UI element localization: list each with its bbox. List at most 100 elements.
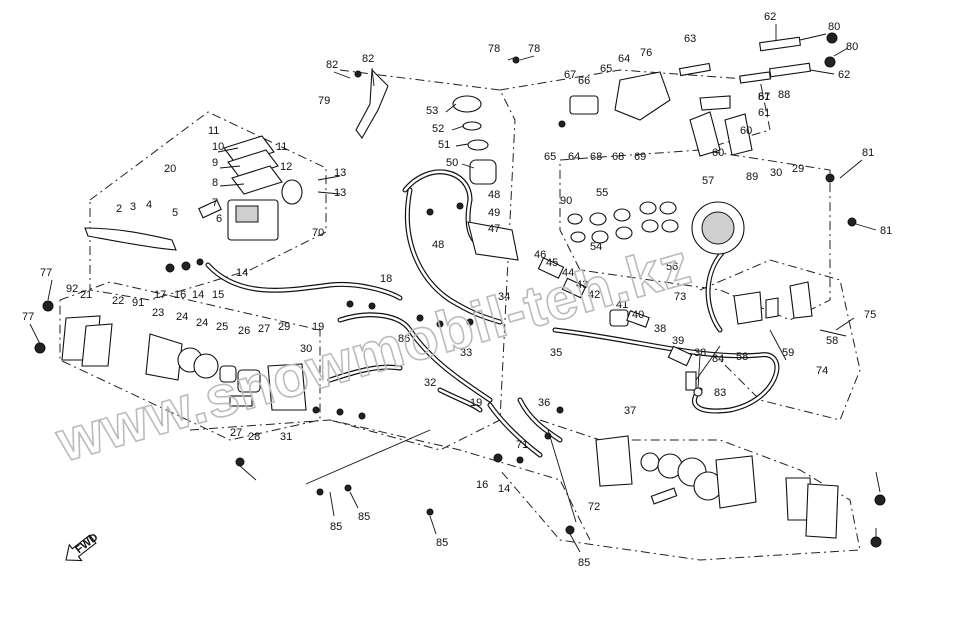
callout-label: 61 [758,91,770,103]
callout-label: 26 [238,325,250,337]
callout-label: 10 [212,141,224,153]
callout-label: 63 [684,33,696,45]
callout-label: 62 [838,69,850,81]
callout-label: 48 [488,189,500,201]
callout-label: 9 [212,157,218,169]
callout-label: 62 [764,11,776,23]
callout-label: 85 [330,521,342,533]
callout-label: 41 [616,299,628,311]
forward-arrow-icon: FWD [65,531,101,562]
callout-label: 50 [446,157,458,169]
callout-label: 11 [276,141,287,153]
callout-label: 48 [432,239,444,251]
callout-label: 38 [654,323,666,335]
callout-label: 56 [666,261,678,273]
callout-label: 59 [782,347,794,359]
callout-label: 27 [230,427,242,439]
callout-label: 80 [828,21,840,33]
callout-label: 73 [674,291,686,303]
callout-label: 14 [236,267,248,279]
callout-label: 82 [362,53,374,65]
callout-label: 38 [694,347,706,359]
callout-label: 16 [174,289,186,301]
callout-label: 83 [714,387,726,399]
callout-label: 81 [862,147,874,159]
watermark-text: www.snowmobil-teh.kz [49,231,698,475]
callout-label: 85 [358,511,370,523]
callout-label: 45 [546,257,558,269]
callout-label: 58 [826,335,838,347]
callout-label: 68 [590,151,602,163]
fittings [34,32,886,548]
callout-label: 25 [216,321,228,333]
callout-label: 14 [498,483,510,495]
right-lower-caliper [595,435,839,539]
callout-label: 91 [132,297,144,309]
callout-label: 74 [816,365,828,377]
callout-label: 85 [578,557,590,569]
callout-label: 44 [562,267,574,279]
callout-label: 30 [770,167,782,179]
callout-label: 51 [438,139,450,151]
callout-label: 60 [712,147,724,159]
callout-label: 21 [80,289,92,301]
callout-label: 40 [632,309,644,321]
callout-label: 58 [736,351,748,363]
callout-label: 34 [498,291,510,303]
callout-label: 67 [564,69,576,81]
callout-label: 88 [778,89,790,101]
callout-label: 24 [176,311,188,323]
callout-label: 65 [544,151,556,163]
callout-label: 66 [578,75,590,87]
callout-label: 19 [312,321,324,333]
callout-label: 32 [424,377,436,389]
callout-label: 76 [640,47,652,59]
callout-label: 7 [212,197,218,209]
callout-label: 27 [258,323,270,335]
callout-label: 64 [618,53,630,65]
callout-label: 64 [568,151,580,163]
callout-label: 23 [152,307,164,319]
leader-lines [29,24,881,553]
callout-label: 80 [846,41,858,53]
seal-rings [567,201,679,244]
callout-label: 61 [758,107,770,119]
callout-label: 6 [216,213,222,225]
callout-label: 57 [702,175,714,187]
callout-label: 70 [312,227,324,239]
callout-label: 31 [280,431,292,443]
callout-label: 82 [326,59,338,71]
left-caliper [61,315,307,411]
callout-label: 13 [334,167,346,179]
callout-label: 39 [672,335,684,347]
callout-label: 4 [146,199,152,211]
callout-label: 28 [248,431,260,443]
callout-label: 12 [280,161,292,173]
callout-label: 14 [192,289,204,301]
callout-label: 77 [40,267,52,279]
callout-label: 78 [528,43,540,55]
callout-label: 49 [488,207,500,219]
central-reservoir [355,68,519,261]
callout-label: 29 [792,163,804,175]
callout-label: 13 [334,187,346,199]
callout-label: 68 [612,151,624,163]
callout-label: 53 [426,105,438,117]
forward-arrow-label: FWD [73,531,100,556]
callout-label: 3 [130,201,136,213]
callout-label: 33 [460,347,472,359]
callout-label: 65 [600,63,612,75]
callout-label: 43 [576,279,588,291]
callout-label: 36 [538,397,550,409]
callout-label: 55 [596,187,608,199]
callout-label: 54 [590,241,602,253]
callout-label: 18 [380,273,392,285]
callout-label: 72 [588,501,600,513]
callout-label: 42 [588,289,600,301]
callout-label: 16 [476,479,488,491]
callout-label: 5 [172,207,178,219]
callout-label: 29 [278,321,290,333]
callout-label: 87 [758,91,770,103]
callout-label: 11 [208,125,219,137]
